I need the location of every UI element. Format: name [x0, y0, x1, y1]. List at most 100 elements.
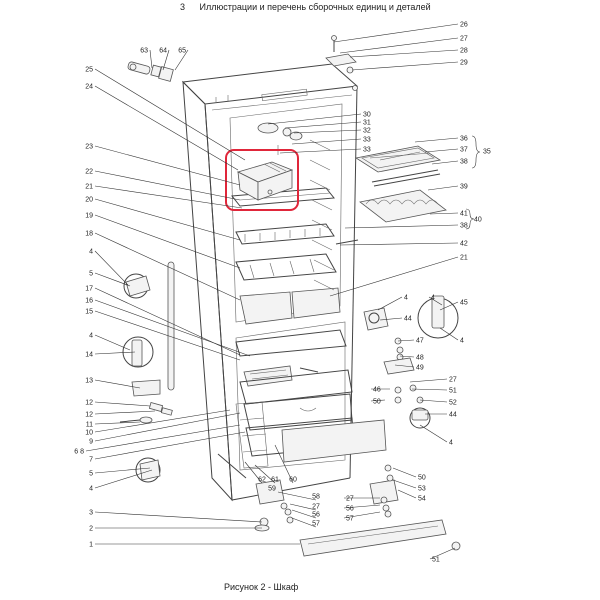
callout-l63: 63	[140, 48, 148, 55]
leader-r38a	[431, 160, 459, 165]
callout-r51b: 51	[432, 557, 440, 564]
callout-r27b: 27	[449, 377, 457, 384]
leader-l20	[94, 198, 241, 241]
leader-r49	[394, 364, 415, 368]
callout-r4c: 4	[460, 338, 464, 345]
callout-r36: 36	[460, 136, 468, 143]
callout-r31: 31	[363, 120, 371, 127]
callout-r42: 42	[460, 241, 468, 248]
callout-r33a: 33	[363, 137, 371, 144]
leader-r57a	[343, 511, 381, 519]
callout-r56a: 56	[346, 506, 354, 513]
parts-63-65	[127, 61, 174, 82]
callout-r4b: 4	[431, 295, 435, 302]
door-shelves-35-41	[354, 145, 447, 223]
callout-r38a: 38	[460, 159, 468, 166]
leader-r50a	[370, 399, 386, 402]
top-hinge-assembly	[325, 35, 358, 91]
leader-l5a	[94, 272, 131, 287]
callout-l18: 18	[85, 231, 93, 238]
callout-l65: 65	[178, 48, 186, 55]
callout-r37: 37	[460, 147, 468, 154]
leader-l11	[94, 421, 141, 425]
callout-r45: 45	[460, 300, 468, 307]
leader-r33b	[279, 148, 362, 154]
leader-r45	[439, 301, 459, 311]
leader-l16	[94, 299, 251, 357]
leader-r4d	[419, 424, 448, 443]
leader-l13	[94, 379, 141, 389]
leader-r4c	[439, 327, 459, 341]
callout-l15: 15	[85, 309, 93, 316]
leader-l19	[94, 214, 241, 269]
leader-b58	[277, 491, 317, 501]
callout-r49: 49	[416, 365, 424, 372]
leader-l4b	[94, 334, 131, 351]
callout-l3: 3	[89, 510, 93, 517]
callout-l23: 23	[85, 144, 93, 151]
callout-r35: 35	[483, 149, 491, 156]
callout-r32: 32	[363, 128, 371, 135]
callout-l12a: 12	[85, 400, 93, 407]
section-number: 3	[180, 2, 186, 12]
leader-l63	[149, 49, 153, 69]
leader-l7	[94, 431, 246, 460]
callout-l11: 11	[86, 422, 93, 429]
callout-b58: 58	[312, 494, 320, 501]
leader-b61	[254, 464, 276, 484]
callout-b56: 56	[312, 512, 320, 519]
leader-r47	[397, 339, 415, 342]
callout-r50b: 50	[418, 475, 426, 482]
leader-r31	[284, 121, 362, 129]
callout-l1: 1	[89, 542, 93, 549]
leader-r44a	[379, 317, 403, 321]
right-hinges	[363, 295, 459, 429]
callout-l10: 10	[85, 430, 93, 437]
callout-l2: 2	[89, 526, 93, 533]
leader-r21b	[329, 256, 459, 297]
callout-r51a: 51	[449, 388, 457, 395]
callout-r4d: 4	[449, 440, 453, 447]
leader-l14	[94, 351, 136, 355]
fridge-shelves	[231, 187, 359, 325]
leader-r30	[267, 113, 362, 125]
left-hinges	[122, 273, 161, 483]
callout-l5b: 5	[89, 471, 93, 478]
leader-r51a	[411, 388, 448, 391]
leader-l64	[162, 49, 170, 71]
leader-b60	[274, 444, 294, 484]
callout-l5a: 5	[89, 271, 93, 278]
callout-b62: 62	[258, 477, 266, 484]
callout-r28: 28	[460, 48, 468, 55]
callout-r50a: 50	[373, 399, 381, 406]
leader-l22	[94, 170, 241, 201]
callout-r39: 39	[460, 184, 468, 191]
callout-l22: 22	[85, 169, 93, 176]
callout-r41: 41	[460, 211, 468, 218]
callout-l17: 17	[85, 286, 93, 293]
callout-r27a: 27	[460, 36, 468, 43]
leader-l5b	[94, 467, 151, 474]
leader-b56	[291, 509, 317, 519]
leader-lines	[85, 23, 459, 560]
callout-r29: 29	[460, 60, 468, 67]
leader-r27b	[409, 378, 448, 383]
callout-l16: 16	[85, 298, 93, 305]
callout-b57: 57	[312, 521, 320, 528]
side-rails	[309, 139, 335, 291]
callout-r57a: 57	[346, 516, 354, 523]
freezer-drawers	[235, 329, 387, 469]
leader-r26	[333, 23, 459, 43]
callout-r54: 54	[418, 496, 426, 503]
callout-l4b: 4	[89, 333, 93, 340]
leader-r42	[339, 242, 459, 246]
leader-r48	[399, 355, 415, 358]
callout-b61: 61	[271, 477, 279, 484]
callout-r40: 40	[474, 217, 482, 224]
callout-l13: 13	[85, 378, 93, 385]
leader-l12b	[94, 410, 156, 415]
small-parts-11-12	[119, 402, 173, 424]
